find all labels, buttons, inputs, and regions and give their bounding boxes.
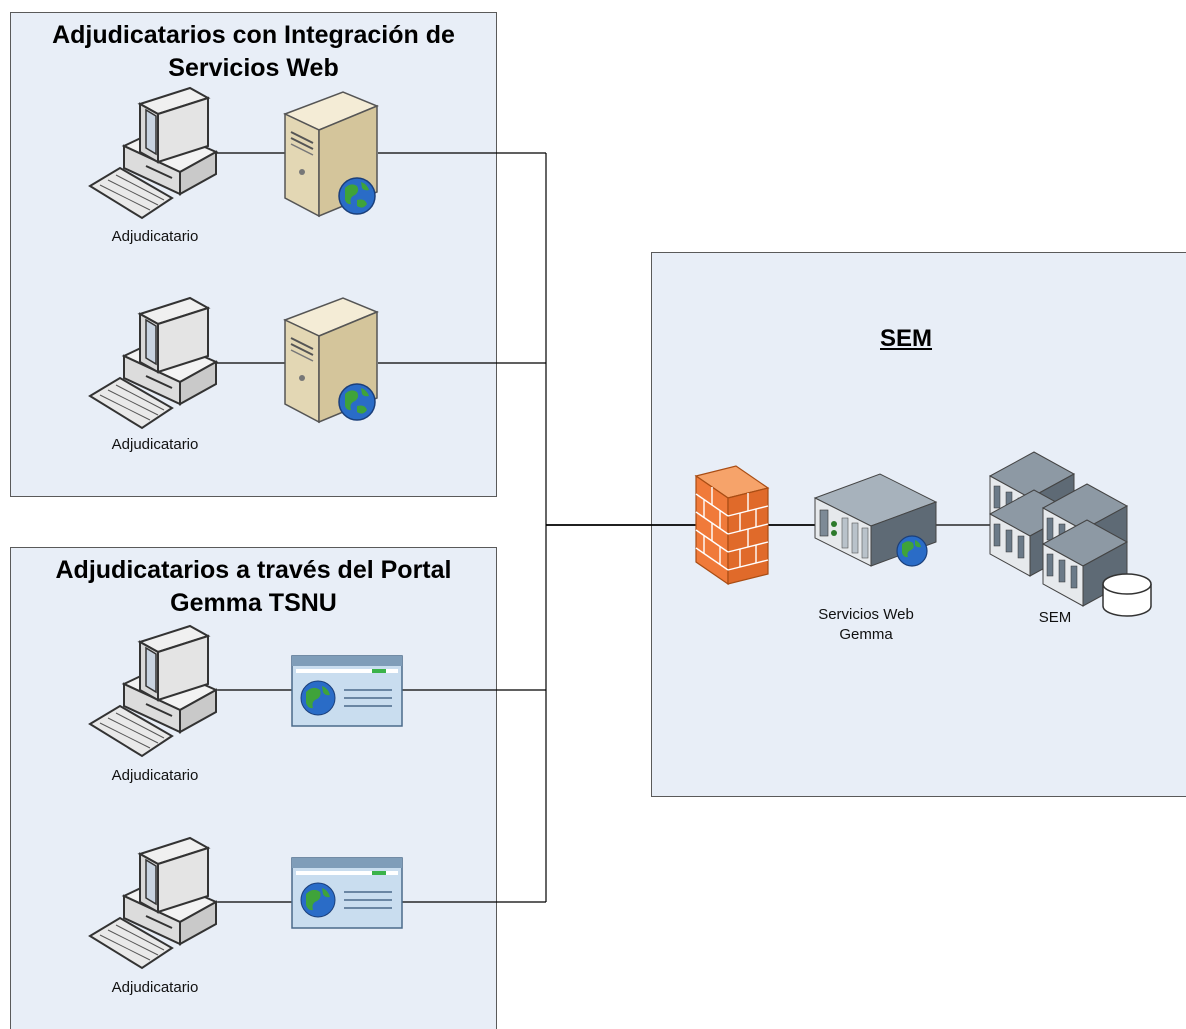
workstation-icon xyxy=(89,625,217,757)
firewall-icon xyxy=(694,465,770,586)
group-title-portal: Adjudicatarios a través del Portal Gemma… xyxy=(55,556,452,617)
web-page-icon xyxy=(291,857,403,929)
client-label: Adjudicatario xyxy=(111,436,199,453)
web-page-icon xyxy=(291,655,403,727)
group-title-web-services: Adjudicatarios con Integración de Servic… xyxy=(52,21,455,82)
rack-server-icon xyxy=(813,473,938,567)
database-icon xyxy=(1102,573,1152,617)
client-label: Adjudicatario xyxy=(111,228,199,245)
group-portal: Adjudicatarios a través del Portal Gemma… xyxy=(10,547,497,1029)
web-services-gemma-label: Servicios Web Gemma xyxy=(818,606,914,643)
workstation-icon xyxy=(89,87,217,219)
group-web-services: Adjudicatarios con Integración de Servic… xyxy=(10,12,497,497)
client-label: Adjudicatario xyxy=(111,767,199,784)
web-server-icon xyxy=(284,91,378,217)
sem-servers-label: SEM xyxy=(1038,609,1072,626)
workstation-icon xyxy=(89,837,217,969)
group-title-sem: SEM xyxy=(880,325,933,352)
web-server-icon xyxy=(284,297,378,423)
client-label: Adjudicatario xyxy=(111,979,199,996)
workstation-icon xyxy=(89,297,217,429)
